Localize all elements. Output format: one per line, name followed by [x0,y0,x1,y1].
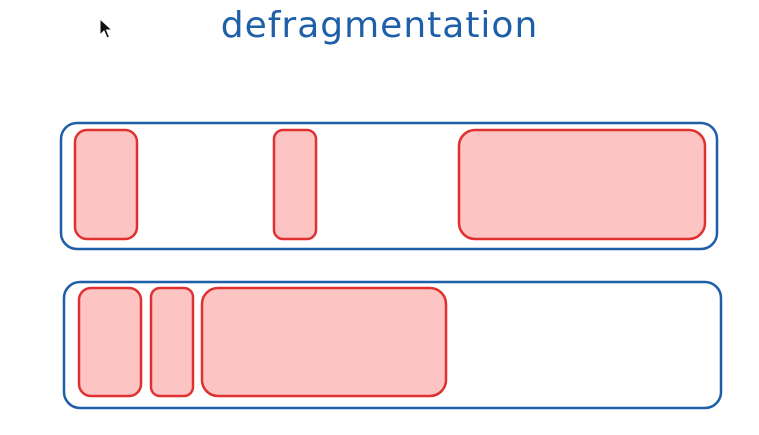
fragmented-block-2 [272,128,318,241]
fragmented-block-1 [73,128,139,241]
defragmented-block-3 [200,286,448,398]
mouse-pointer-icon [99,17,114,40]
fragmented-memory-row [59,121,719,251]
defragmented-memory-container [62,280,723,410]
defragmented-memory-row [62,280,723,410]
diagram-title: defragmentation [220,5,539,46]
defragmented-block-2 [149,286,195,398]
fragmented-block-3 [457,128,707,241]
fragmented-memory-container [59,121,719,251]
defragmented-block-1 [77,286,143,398]
